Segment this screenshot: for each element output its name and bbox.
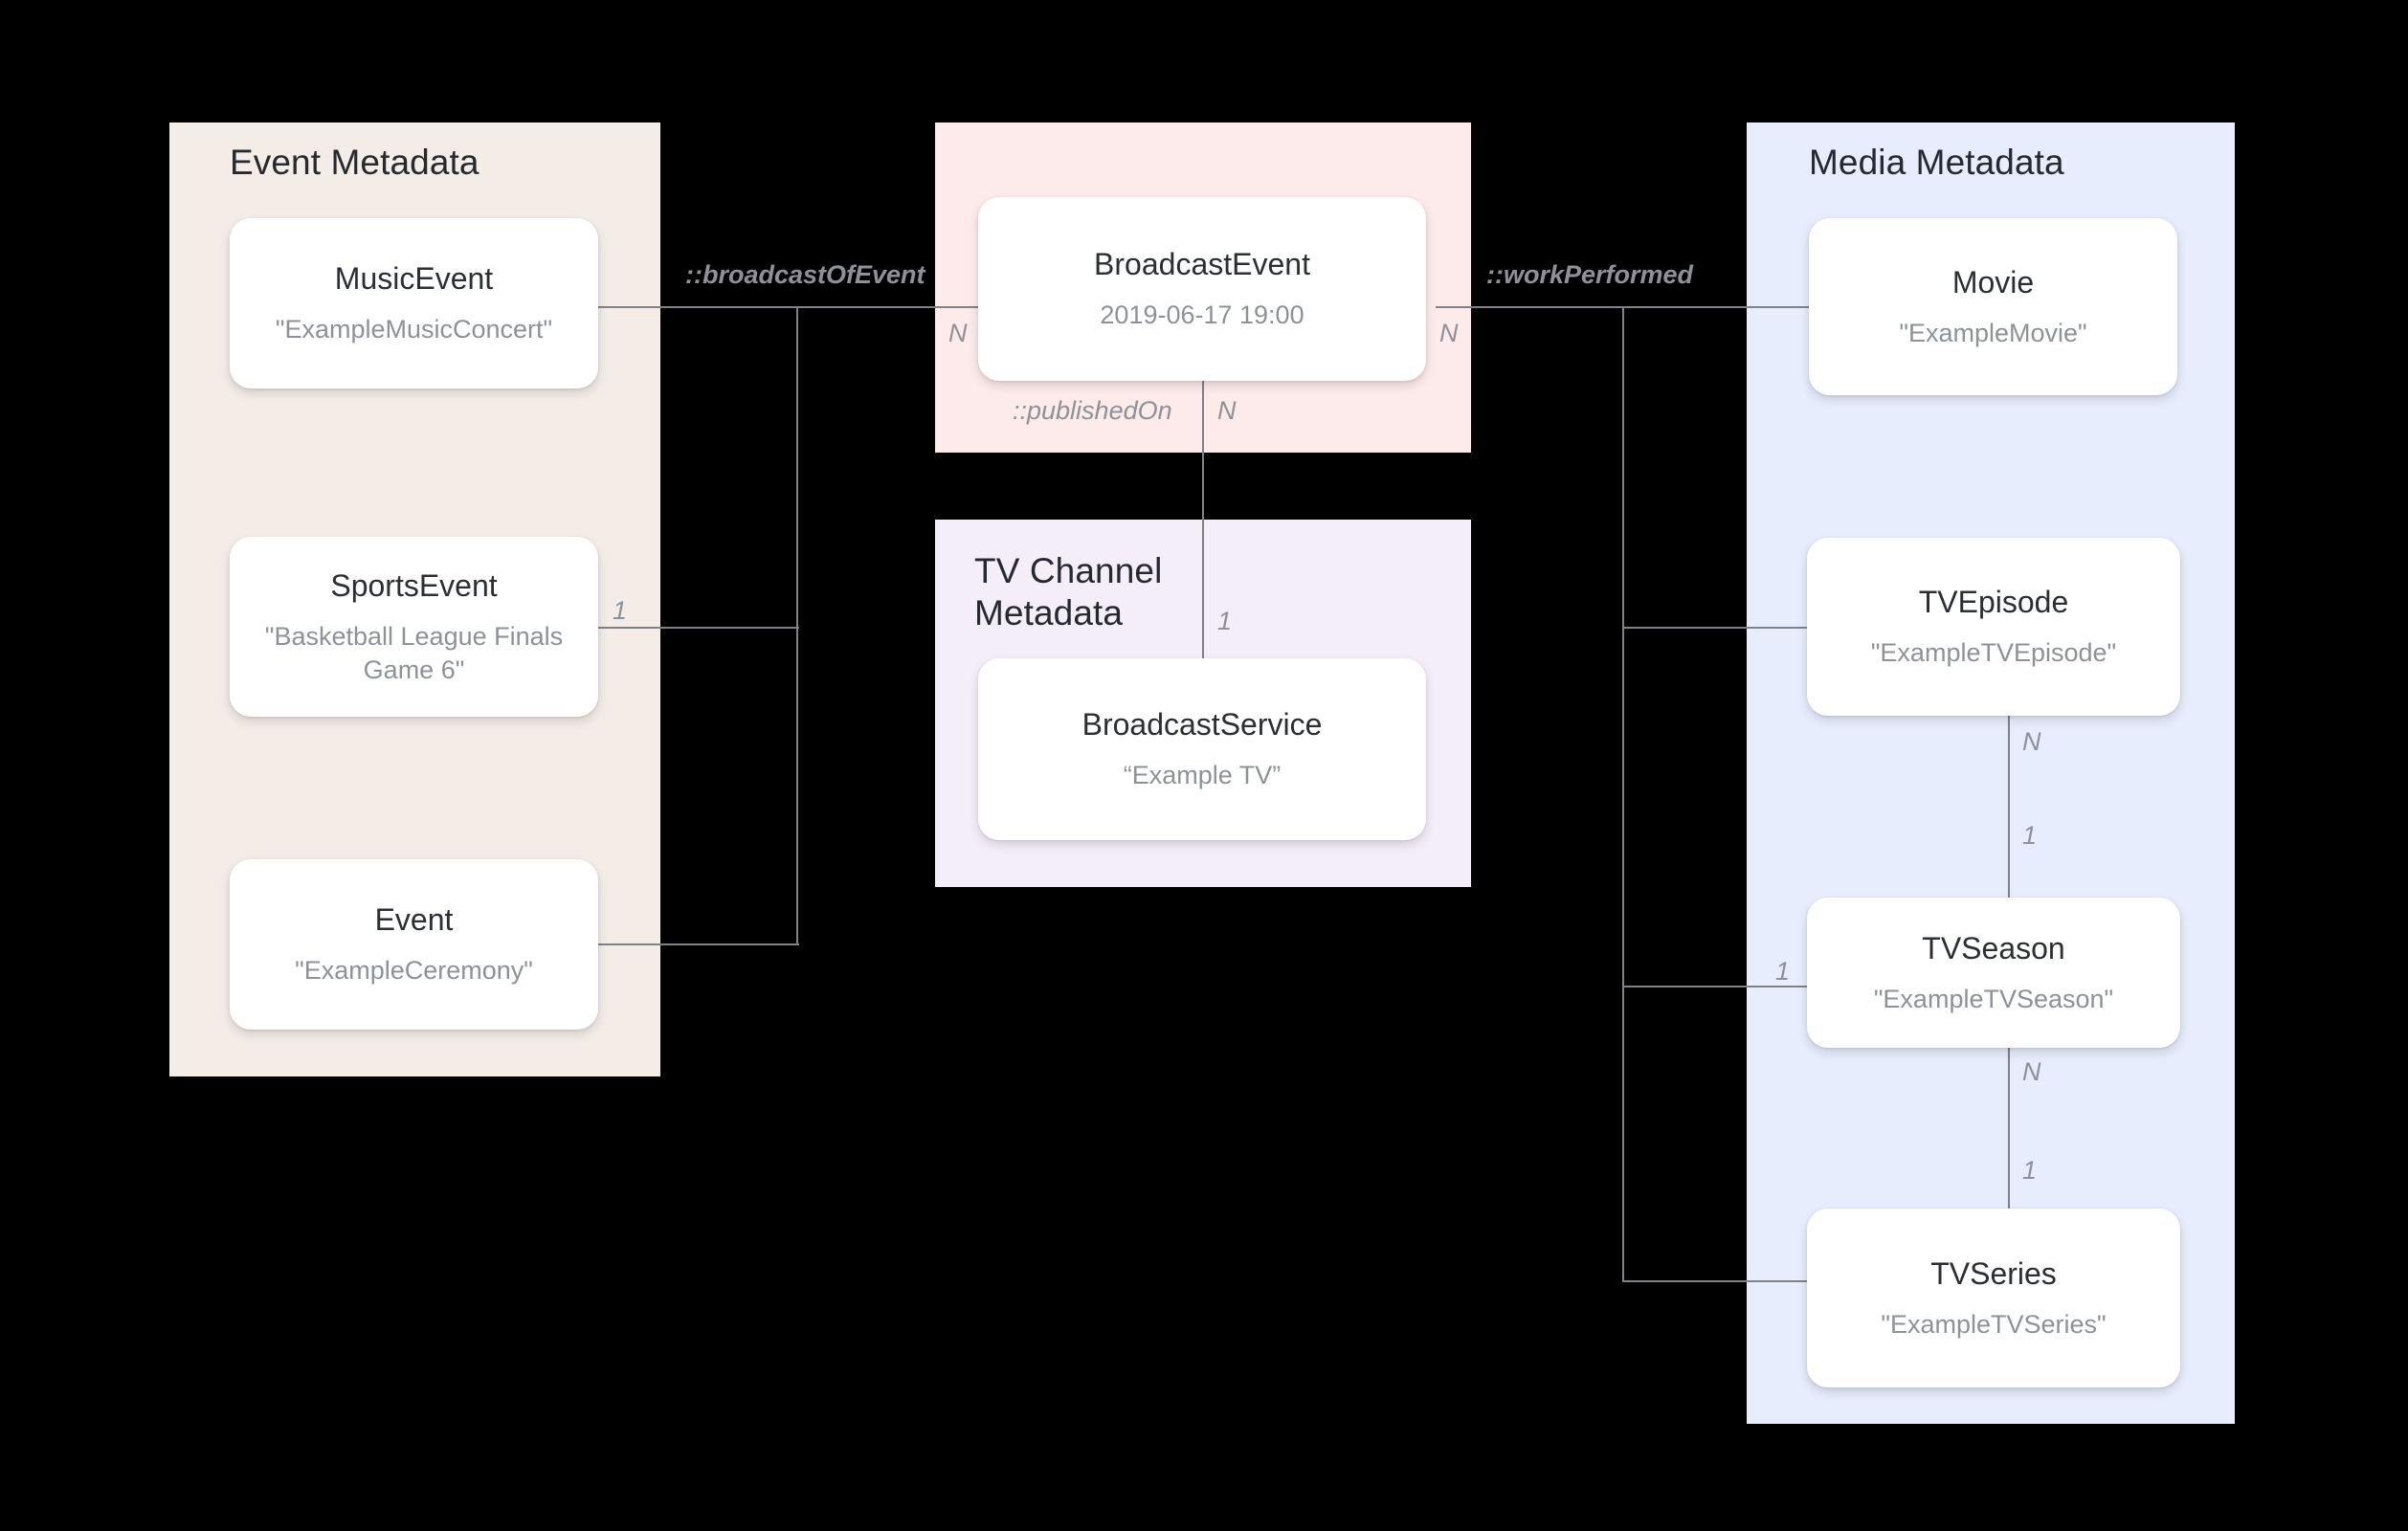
edge-trunk-media-metadata (1622, 306, 1624, 1282)
node-tv-series[interactable]: TVSeries "ExampleTVSeries" (1807, 1209, 2180, 1387)
cardinality-tv-season-left: 1 (1775, 957, 1791, 986)
cardinality-tv-series-top: 1 (2022, 1156, 2038, 1185)
cardinality-broadcast-event-bottom: N (1217, 396, 1237, 425)
edge-media-trunk-to-tv-season (1622, 986, 1809, 987)
node-movie-subtitle: "ExampleMovie" (1899, 318, 2087, 347)
node-music-event-title: MusicEvent (334, 261, 494, 297)
edge-broadcast-event-to-broadcast-service (1202, 381, 1204, 658)
cardinality-broadcast-event-right: N (1439, 319, 1459, 347)
node-movie-title: Movie (1951, 264, 2035, 300)
edge-music-event-to-trunk (598, 306, 799, 308)
node-broadcast-service[interactable]: BroadcastService “Example TV” (978, 658, 1426, 840)
edge-media-trunk-to-tv-episode (1622, 627, 1809, 629)
node-broadcast-event-subtitle: 2019-06-17 19:00 (1100, 300, 1304, 330)
node-broadcast-service-subtitle: “Example TV” (1123, 761, 1282, 790)
edge-media-trunk-to-tv-series (1622, 1280, 1809, 1282)
edge-media-trunk-to-movie (1622, 306, 1809, 308)
node-event-title: Event (374, 902, 454, 938)
edge-broadcast-event-to-media-trunk (1436, 306, 1624, 308)
node-tv-episode[interactable]: TVEpisode "ExampleTVEpisode" (1807, 538, 2180, 716)
node-event-subtitle: "ExampleCeremony" (295, 956, 533, 986)
node-tv-series-title: TVSeries (1930, 1255, 2057, 1291)
node-broadcast-event-title: BroadcastEvent (1094, 247, 1310, 282)
edge-trunk-event-metadata (796, 306, 798, 945)
node-tv-season-subtitle: "ExampleTVSeason" (1873, 984, 2114, 1013)
node-broadcast-service-title: BroadcastService (1081, 707, 1323, 743)
node-event[interactable]: Event "ExampleCeremony" (230, 859, 598, 1030)
edge-trunk-to-broadcast-event (796, 306, 978, 308)
cardinality-broadcast-service-top: 1 (1217, 607, 1233, 635)
edge-event-to-trunk (598, 943, 799, 945)
edge-tv-season-to-tv-series (2008, 1048, 2010, 1209)
node-tv-episode-title: TVEpisode (1918, 585, 2069, 620)
edge-tv-episode-to-tv-season (2008, 716, 2010, 898)
cardinality-tv-episode-bottom: N (2022, 727, 2041, 756)
group-title-tv-channel-metadata: TV Channel Metadata (974, 551, 1163, 632)
node-tv-season[interactable]: TVSeason "ExampleTVSeason" (1807, 898, 2180, 1048)
group-title-event-metadata: Event Metadata (230, 143, 479, 182)
cardinality-broadcast-event-left: N (948, 319, 968, 347)
cardinality-sports-event-right: 1 (613, 596, 628, 625)
node-sports-event-subtitle: "Basketball League Finals Game 6" (264, 622, 564, 684)
node-broadcast-event[interactable]: BroadcastEvent 2019-06-17 19:00 (978, 197, 1426, 381)
node-sports-event[interactable]: SportsEvent "Basketball League Finals Ga… (230, 537, 598, 717)
cardinality-tv-season-top: 1 (2022, 821, 2038, 850)
node-tv-episode-subtitle: "ExampleTVEpisode" (1870, 638, 2117, 668)
node-music-event-subtitle: "ExampleMusicConcert" (275, 315, 553, 344)
relation-label-work-performed: ::workPerformed (1486, 260, 1694, 289)
node-movie[interactable]: Movie "ExampleMovie" (1809, 218, 2177, 395)
edge-sports-event-to-trunk (598, 627, 799, 629)
relation-label-broadcast-of-event: ::broadcastOfEvent (685, 260, 925, 289)
node-tv-series-subtitle: "ExampleTVSeries" (1881, 1309, 2107, 1339)
node-sports-event-title: SportsEvent (330, 567, 498, 603)
cardinality-tv-season-bottom: N (2022, 1057, 2041, 1086)
relation-label-published-on: ::publishedOn (1013, 396, 1172, 425)
node-tv-season-title: TVSeason (1922, 930, 2065, 965)
group-title-media-metadata: Media Metadata (1809, 143, 2064, 182)
node-music-event[interactable]: MusicEvent "ExampleMusicConcert" (230, 218, 598, 388)
